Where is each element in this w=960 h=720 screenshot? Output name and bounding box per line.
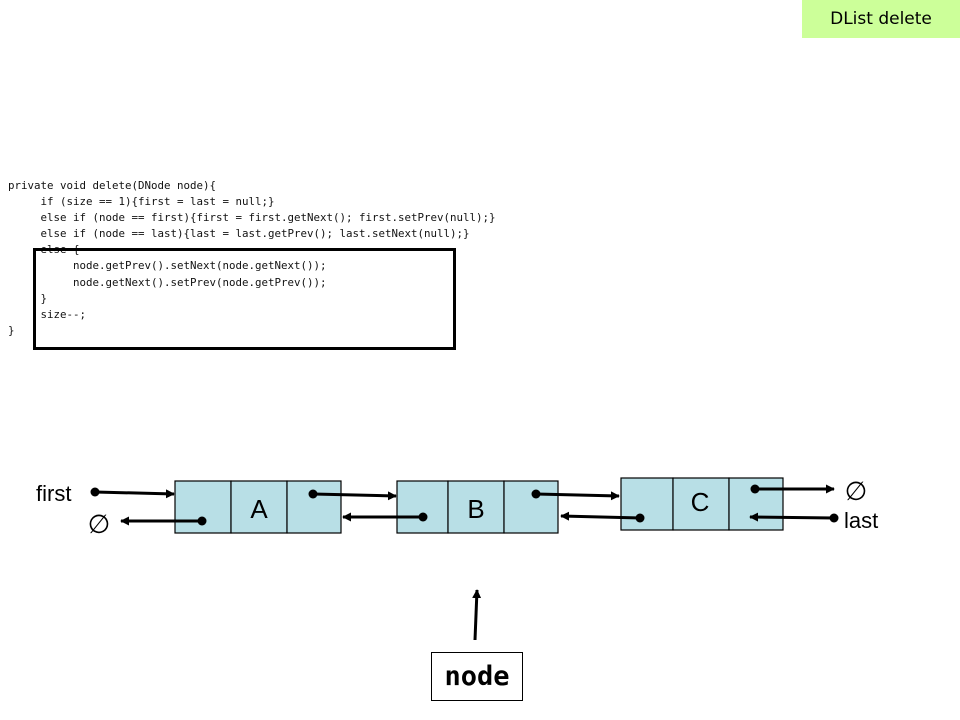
- code-line: if (size == 1){first = last = null;}: [8, 195, 275, 209]
- code-line: else if (node == last){last = last.getPr…: [8, 227, 470, 241]
- last-pointer: [749, 512, 839, 523]
- code-listing: private void delete(DNode node){ if (siz…: [8, 178, 496, 339]
- node-value-label: A: [250, 494, 268, 524]
- list-node-a: A: [174, 480, 342, 534]
- c-next-null-pointer: [750, 484, 835, 494]
- last-label: last: [844, 508, 878, 533]
- value-cell: [447, 480, 505, 534]
- code-line: size--;: [8, 307, 87, 321]
- list-node-b: B: [396, 480, 559, 534]
- a-prev-null-pointer: [120, 516, 207, 526]
- slide-title-badge: DList delete: [802, 0, 960, 38]
- c-prev-pointer: [560, 511, 645, 523]
- code-highlight-box: [33, 248, 456, 350]
- value-cell: [672, 477, 730, 531]
- value-cell: [230, 480, 288, 534]
- prev-cell: [620, 477, 674, 531]
- code-line: else if (node == first){first = first.ge…: [8, 211, 496, 225]
- first-pointer: [90, 487, 175, 499]
- node-pointer-label: node: [431, 652, 523, 701]
- node-value-label: B: [467, 494, 484, 524]
- null-symbol-left: ∅: [88, 510, 111, 540]
- next-cell: [503, 480, 559, 534]
- code-line: node.getNext().setPrev(node.getPrev());: [8, 275, 327, 289]
- list-node-c: C: [620, 477, 784, 531]
- a-next-pointer: [308, 489, 397, 501]
- first-label: first: [36, 481, 71, 506]
- node-pointer-arrow: [472, 589, 482, 641]
- code-line: }: [8, 323, 15, 337]
- prev-cell: [396, 480, 449, 534]
- code-line: private void delete(DNode node){: [8, 179, 217, 192]
- b-next-pointer: [531, 489, 620, 501]
- null-symbol-right: ∅: [845, 477, 868, 507]
- code-line: node.getPrev().setNext(node.getNext());: [8, 259, 327, 273]
- b-prev-pointer: [342, 512, 428, 522]
- code-line: }: [8, 291, 48, 305]
- next-cell: [286, 480, 342, 534]
- node-value-label: C: [691, 487, 710, 517]
